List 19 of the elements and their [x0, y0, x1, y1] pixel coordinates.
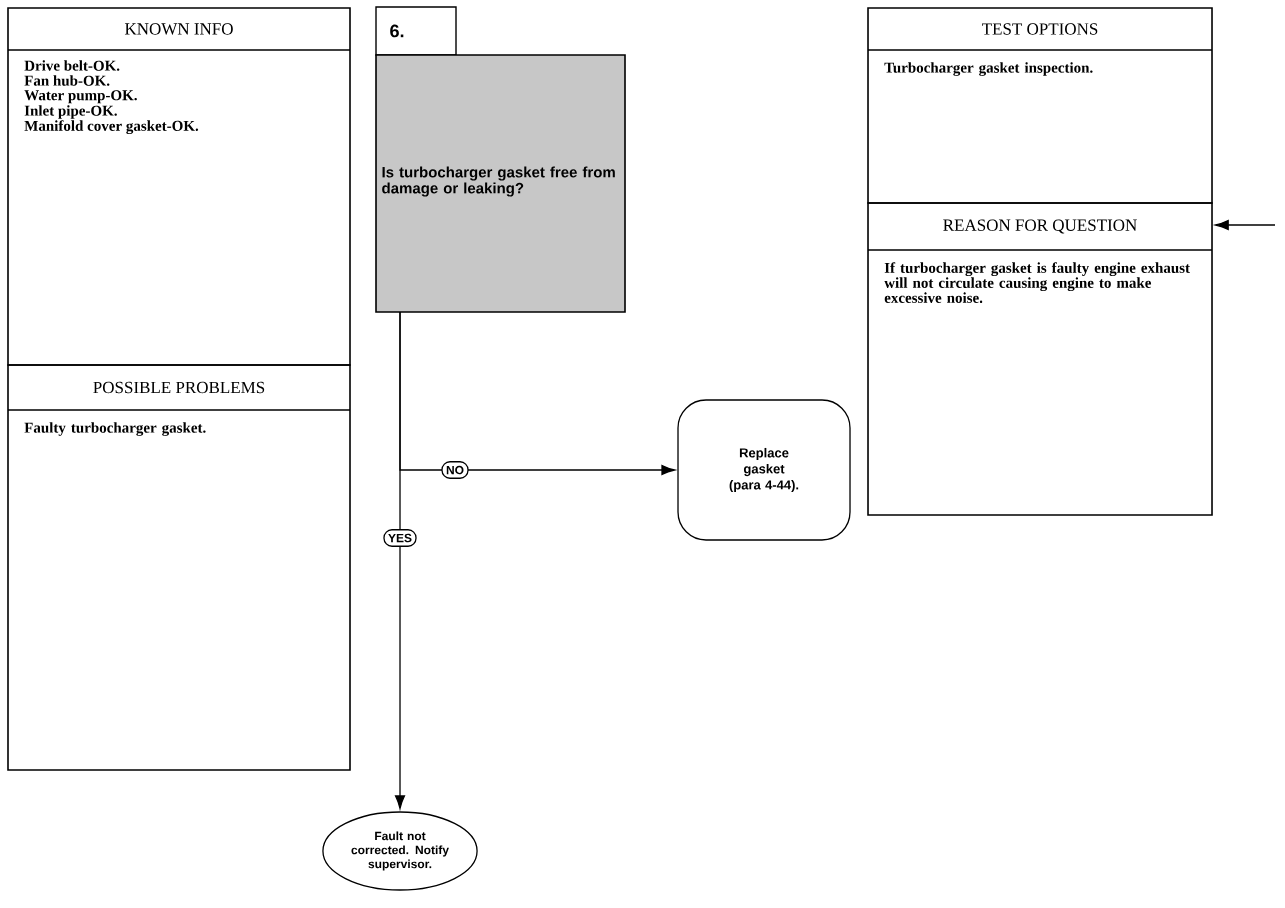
list-item: Inlet pipe-OK.: [24, 105, 117, 119]
edge-label: NO: [441, 461, 469, 479]
panel-text: Turbocharger gasket inspection.: [884, 62, 1093, 76]
panel-heading: KNOWN INFO: [124, 23, 233, 35]
panel-heading: POSSIBLE PROBLEMS: [93, 381, 265, 394]
list-item: Drive belt-OK.: [24, 60, 120, 71]
panel-heading: TEST OPTIONS: [982, 23, 1098, 35]
panel-heading: REASON FOR QUESTION: [943, 219, 1137, 234]
arrow: [1215, 219, 1276, 231]
list-item: Fan hub-OK.: [24, 75, 110, 86]
panel-text: If turbocharger gasket is faulty engine exhaust will not circulate causing engine to make excessive noise.: [884, 262, 1190, 303]
list-item: Water pump-OK.: [24, 90, 137, 104]
panel-text: Faulty turbocharger gasket.: [24, 422, 206, 436]
terminal-box: Replace gasket (para 4-44).: [677, 399, 851, 541]
terminal-oval: Fault not corrected. Notify supervisor.: [322, 811, 478, 891]
question-box: Is turbocharger gasket free from damage or leaking?: [375, 54, 626, 313]
list-item: Manifold cover gasket-OK.: [24, 120, 199, 135]
edge-label: YES: [383, 529, 417, 547]
arrow: [394, 311, 406, 810]
